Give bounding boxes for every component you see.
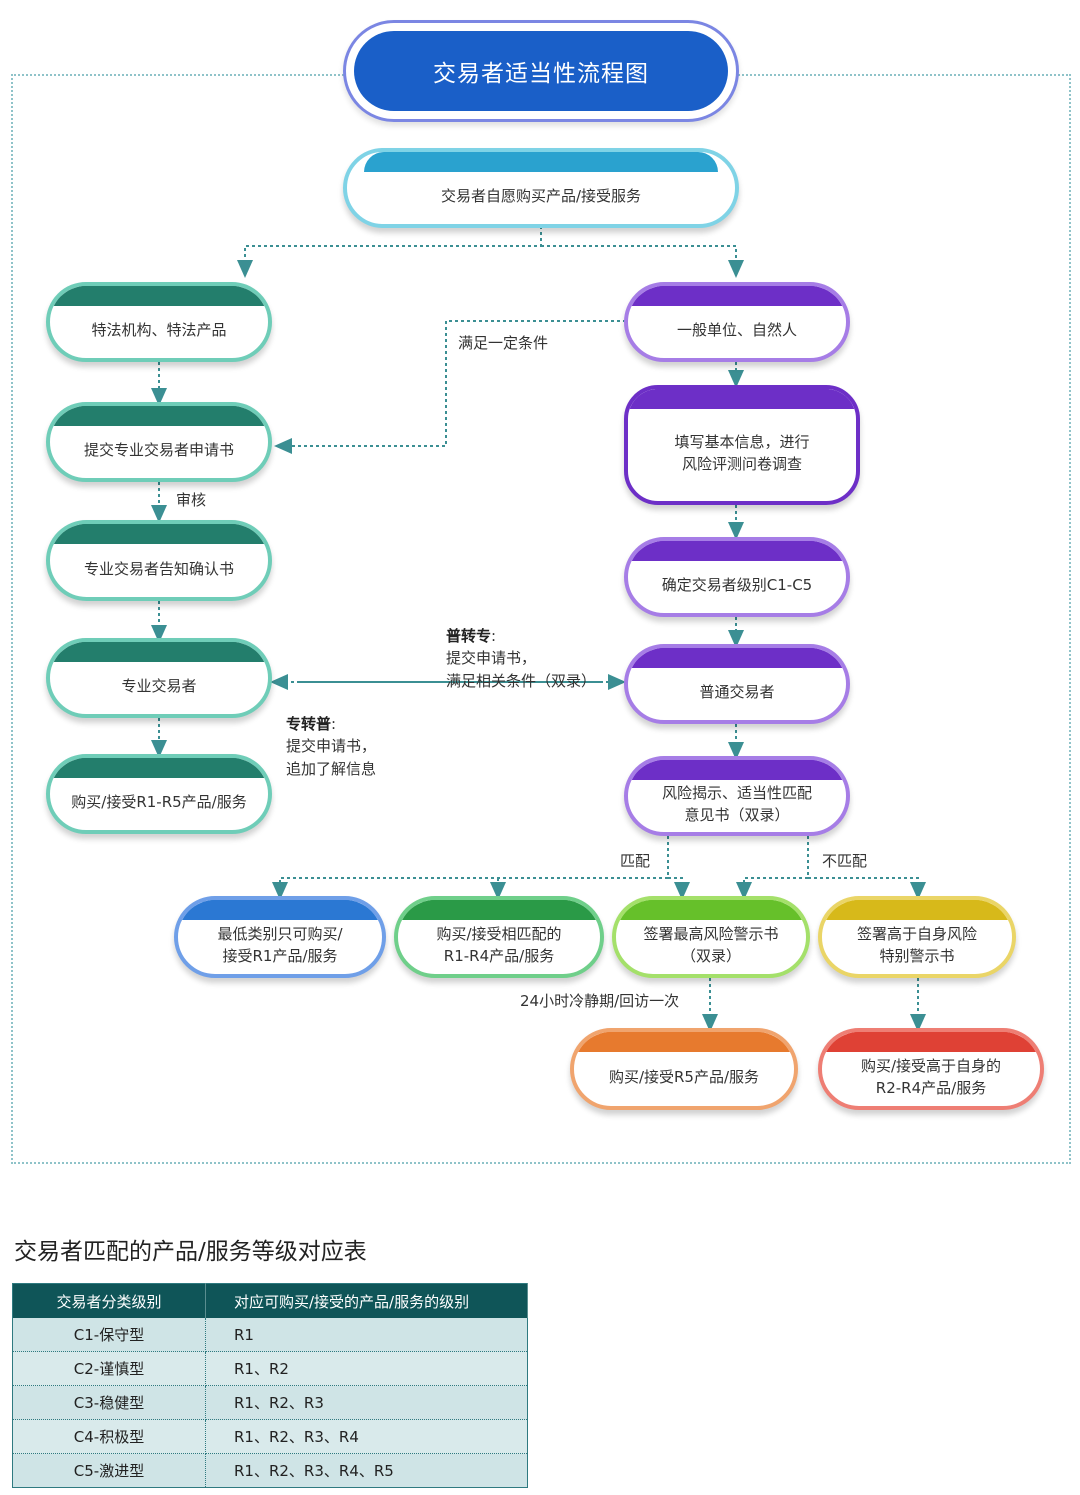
node-buy-above: 购买/接受高于自身的 R2-R4产品/服务 [818, 1028, 1044, 1110]
node-risk-disclosure-label: 风险揭示、适当性匹配 意见书（双录） [661, 784, 812, 824]
table-cell: R1、R2、R3、R4、R5 [205, 1453, 528, 1488]
node-buy-r5-label: 购买/接受R5产品/服务 [608, 1068, 760, 1087]
label-colon: : [331, 714, 337, 733]
node-start: 交易者自愿购买产品/接受服务 [343, 148, 739, 228]
label-normal-to-pro: 普转专: 提交申请书， 满足相关条件（双录） [446, 602, 596, 715]
node-buy-r5: 购买/接受R5产品/服务 [570, 1028, 798, 1110]
table-cell: C1-保守型 [12, 1318, 206, 1352]
node-determine-level: 确定交易者级别C1-C5 [624, 537, 850, 617]
table-cell: R1 [205, 1318, 528, 1352]
table-cell: C5-激进型 [12, 1453, 206, 1488]
label-cooling: 24小时冷静期/回访一次 [520, 992, 680, 1010]
table-row: C5-激进型 R1、R2、R3、R4、R5 [12, 1453, 528, 1488]
table-row: C1-保守型 R1 [12, 1318, 528, 1352]
node-special-org-label: 特法机构、特法产品 [91, 321, 227, 340]
label-pro-to-normal-title: 专转普 [286, 714, 332, 733]
node-submit-pro-app-label: 提交专业交易者申请书 [83, 441, 234, 460]
node-pro-notice-label: 专业交易者告知确认书 [83, 559, 234, 578]
node-match-r1-r4-label: 购买/接受相匹配的 R1-R4产品/服务 [436, 925, 562, 965]
connector-lines [151, 226, 926, 1032]
table-cell: R1、R2、R3、R4 [205, 1419, 528, 1454]
node-sign-above: 签署高于自身风险 特别警示书 [818, 896, 1016, 978]
node-pro-trader-label: 专业交易者 [121, 677, 197, 696]
node-sign-highest: 签署最高风险警示书 （双录） [612, 896, 810, 978]
node-lowest-r1: 最低类别只可购买/ 接受R1产品/服务 [174, 896, 386, 978]
table-cell: C3-稳健型 [12, 1385, 206, 1420]
node-pro-buy-label: 购买/接受R1-R5产品/服务 [71, 793, 247, 812]
table-title: 交易者匹配的产品/服务等级对应表 [14, 1239, 367, 1265]
node-sign-above-label: 签署高于自身风险 特别警示书 [856, 925, 977, 965]
node-determine-level-label: 确定交易者级别C1-C5 [661, 576, 813, 595]
label-normal-to-pro-title: 普转专 [446, 626, 492, 645]
node-submit-pro-app: 提交专业交易者申请书 [46, 402, 272, 482]
table-row: C4-积极型 R1、R2、R3、R4 [12, 1419, 528, 1454]
label-meet-condition: 满足一定条件 [458, 334, 549, 352]
node-normal-trader: 普通交易者 [624, 644, 850, 724]
flowchart-title: 交易者适当性流程图 [354, 31, 728, 111]
table-header: 交易者分类级别 [12, 1283, 206, 1318]
node-risk-disclosure: 风险揭示、适当性匹配 意见书（双录） [624, 756, 850, 836]
table-header: 对应可购买/接受的产品/服务的级别 [205, 1283, 528, 1318]
node-match-r1-r4: 购买/接受相匹配的 R1-R4产品/服务 [394, 896, 604, 978]
node-pro-notice: 专业交易者告知确认书 [46, 520, 272, 601]
node-start-label: 交易者自愿购买产品/接受服务 [440, 187, 642, 206]
table-header-row: 交易者分类级别 对应可购买/接受的产品/服务的级别 [12, 1283, 528, 1318]
label-pro-to-normal-body: 提交申请书， 追加了解信息 [286, 737, 377, 778]
flowchart-title-box: 交易者适当性流程图 [343, 20, 739, 122]
node-lowest-r1-label: 最低类别只可购买/ 接受R1产品/服务 [217, 925, 343, 965]
table-row: C2-谨慎型 R1、R2 [12, 1351, 528, 1386]
table-cell: C2-谨慎型 [12, 1351, 206, 1386]
label-colon: : [491, 626, 497, 645]
node-special-org: 特法机构、特法产品 [46, 282, 272, 362]
node-general-label: 一般单位、自然人 [676, 321, 797, 340]
table-cell: C4-积极型 [12, 1419, 206, 1454]
node-buy-above-label: 购买/接受高于自身的 R2-R4产品/服务 [860, 1057, 1002, 1097]
node-fill-info: 填写基本信息，进行 风险评测问卷调查 [624, 385, 860, 505]
label-no-match: 不匹配 [822, 852, 868, 870]
table-cell: R1、R2 [205, 1351, 528, 1386]
node-pro-buy: 购买/接受R1-R5产品/服务 [46, 754, 272, 834]
node-general: 一般单位、自然人 [624, 282, 850, 362]
node-pro-trader: 专业交易者 [46, 638, 272, 718]
node-fill-info-label: 填写基本信息，进行 风险评测问卷调查 [674, 433, 810, 473]
label-review: 审核 [176, 491, 207, 509]
node-normal-trader-label: 普通交易者 [699, 683, 775, 702]
label-pro-to-normal: 专转普: 提交申请书， 追加了解信息 [286, 690, 376, 803]
node-sign-highest-label: 签署最高风险警示书 （双录） [643, 925, 779, 965]
table-row: C3-稳健型 R1、R2、R3 [12, 1385, 528, 1420]
label-normal-to-pro-body: 提交申请书， 满足相关条件（双录） [446, 649, 597, 690]
table-cell: R1、R2、R3 [205, 1385, 528, 1420]
grade-table: 交易者分类级别 对应可购买/接受的产品/服务的级别 C1-保守型 R1 C2-谨… [12, 1283, 528, 1488]
label-match: 匹配 [620, 852, 651, 870]
